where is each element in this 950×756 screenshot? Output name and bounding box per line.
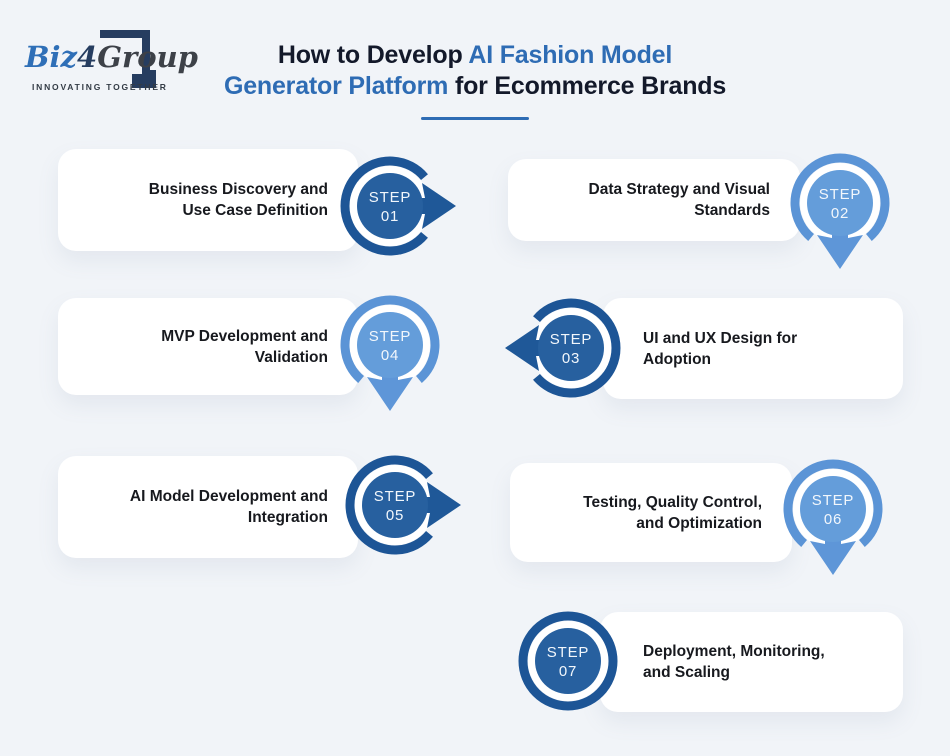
step-4-badge-arrow-down-icon: STEP 04 xyxy=(340,295,440,411)
title-underline xyxy=(421,117,529,120)
logo-word-four: 4 xyxy=(77,40,98,74)
step-3-badge-number: 03 xyxy=(562,350,580,367)
step-5-badge-arrow-right-icon: STEP 05 xyxy=(345,455,461,555)
step-2-badge-number: 02 xyxy=(831,205,849,222)
step-4-text-line-1: MVP Development and xyxy=(161,327,328,345)
step-2-text-line-2: Standards xyxy=(694,202,770,219)
title-line-1: How to Develop AI Fashion Model xyxy=(200,40,750,71)
step-6-badge-number: 06 xyxy=(824,511,842,528)
step-2-card: Data Strategy and Visual Standards xyxy=(508,159,800,241)
logo-wordmark: Biz4Group xyxy=(25,40,198,74)
step-5-badge-label: STEP xyxy=(374,488,416,505)
page-title: How to Develop AI Fashion Model Generato… xyxy=(200,40,750,120)
step-3-text-line-1: UI and UX Design for xyxy=(643,329,798,347)
title-blue-2: Generator Platform xyxy=(223,72,449,100)
logo-word-group: Group xyxy=(97,40,198,74)
step-1-badge-label: STEP xyxy=(369,189,411,206)
step-7-text-line-1: Deployment, Monitoring, xyxy=(643,643,825,660)
step-5-text-line-2: Integration xyxy=(247,509,328,526)
title-blue-1: AI Fashion Model xyxy=(468,41,673,69)
title-dark-1: How to Develop xyxy=(277,41,463,69)
step-3-badge-label: STEP xyxy=(550,331,592,348)
logo-tagline: INNOVATING TOGETHER xyxy=(32,82,168,92)
step-6-text-line-1: Testing, Quality Control, xyxy=(583,493,762,511)
step-4-badge-label: STEP xyxy=(369,328,411,345)
step-4-card: MVP Development and Validation xyxy=(58,298,358,395)
step-7-card: Deployment, Monitoring, and Scaling xyxy=(600,612,903,712)
step-5-badge-number: 05 xyxy=(386,507,404,524)
step-1-card: Business Discovery and Use Case Definiti… xyxy=(58,149,358,251)
title-line-2: Generator Platform for Ecommerce Brands xyxy=(200,71,750,102)
step-3-card: UI and UX Design for Adoption xyxy=(603,298,903,399)
step-6-badge-arrow-down-icon: STEP 06 xyxy=(783,459,883,575)
biz4group-logo: Biz4Group INNOVATING TOGETHER xyxy=(18,22,198,112)
step-3-badge-arrow-left-icon: STEP 03 xyxy=(505,298,621,398)
step-1-text-line-1: Business Discovery and xyxy=(148,181,328,198)
logo-word-biz: Biz xyxy=(25,40,77,74)
step-5-text-line-1: AI Model Development and xyxy=(129,488,328,505)
step-7-text-line-2: and Scaling xyxy=(643,664,730,681)
title-dark-2: for Ecommerce Brands xyxy=(454,72,727,100)
step-2-badge-arrow-down-icon: STEP 02 xyxy=(790,153,890,269)
step-3-text-line-2: Adoption xyxy=(643,350,712,368)
step-2-text-line-1: Data Strategy and Visual xyxy=(588,181,770,198)
step-6-badge-label: STEP xyxy=(812,492,854,509)
logo-bracket-icon xyxy=(100,30,156,88)
step-1-text-line-2: Use Case Definition xyxy=(182,202,328,219)
step-6-text-line-2: and Optimization xyxy=(636,514,762,532)
step-1-badge-number: 01 xyxy=(381,208,399,225)
step-7-badge-label: STEP xyxy=(547,644,589,661)
step-5-card: AI Model Development and Integration xyxy=(58,456,358,558)
step-7-badge-icon: STEP 07 xyxy=(518,611,618,711)
step-6-card: Testing, Quality Control, and Optimizati… xyxy=(510,463,792,562)
step-7-badge-number: 07 xyxy=(559,663,577,680)
step-1-badge-arrow-right-icon: STEP 01 xyxy=(340,156,456,256)
step-4-text-line-2: Validation xyxy=(254,348,328,366)
step-2-badge-label: STEP xyxy=(819,186,861,203)
step-4-badge-number: 04 xyxy=(381,347,399,364)
